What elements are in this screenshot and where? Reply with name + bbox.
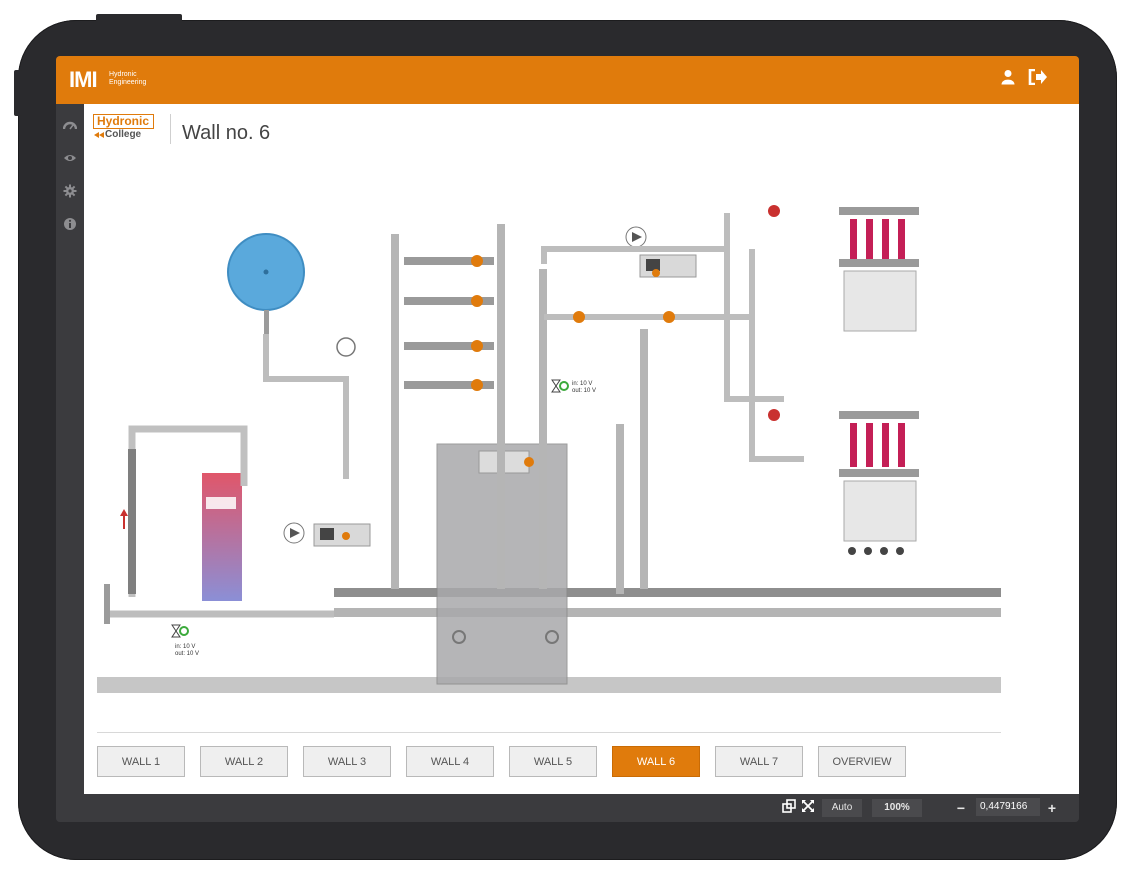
tab-wall-7[interactable]: WALL 7 <box>715 746 803 777</box>
valve-left-in-text: in: 10 V <box>175 644 195 650</box>
pressure-gauge <box>336 337 356 357</box>
tab-wall-1[interactable]: WALL 1 <box>97 746 185 777</box>
pump-right <box>625 226 697 278</box>
main-content: Hydronic College Wall no. 6 <box>84 104 1079 794</box>
user-icon[interactable] <box>1001 69 1015 89</box>
imi-logo-subtitle-line1: Hydronic <box>109 71 137 78</box>
college-logo-line1: Hydronic <box>97 114 150 128</box>
tab-wall-5[interactable]: WALL 5 <box>509 746 597 777</box>
riser-2 <box>497 224 505 589</box>
header-divider <box>170 114 171 144</box>
logout-icon[interactable] <box>1028 68 1048 89</box>
tablet-side-button <box>14 70 22 116</box>
riser-4 <box>616 424 624 594</box>
tab-wall-6[interactable]: WALL 6 <box>612 746 700 777</box>
floor-bar <box>97 677 1001 693</box>
imi-logo: IMI <box>69 67 98 92</box>
tab-separator <box>97 732 1001 733</box>
manifold-bottom <box>839 411 919 555</box>
page-title: Wall no. 6 <box>182 122 271 144</box>
info-icon[interactable] <box>63 217 77 231</box>
imi-logo-subtitle-line2: Engineering <box>109 79 147 86</box>
fullscreen-icon[interactable] <box>801 799 815 818</box>
tab-wall-3[interactable]: WALL 3 <box>303 746 391 777</box>
pump-left <box>283 522 371 547</box>
bottom-toolbar: Auto 100% − + <box>56 794 1079 822</box>
imi-logo-subtitle: Hydronic Engineering <box>109 71 146 87</box>
zoom-in-button[interactable]: + <box>1047 800 1057 816</box>
tab-wall-2[interactable]: WALL 2 <box>200 746 288 777</box>
valve-mid-indicator <box>559 381 569 391</box>
top-bar: IMI Hydronic Engineering <box>56 56 1079 104</box>
zoom-auto-button[interactable]: Auto <box>822 799 862 817</box>
valve-mid-in-text: in: 10 V <box>572 381 592 387</box>
flow-arrow <box>120 509 128 516</box>
wall-tabs: WALL 1 WALL 2 WALL 3 WALL 4 WALL 5 WALL … <box>97 746 1017 779</box>
riser-3 <box>539 269 547 589</box>
eye-icon[interactable] <box>63 151 77 165</box>
manifold-top <box>839 207 919 332</box>
app-screen: IMI Hydronic Engineering Hydronic Coll <box>56 56 1079 822</box>
valve-left-out-text: out: 10 V <box>175 651 199 657</box>
valve-mid-out-text: out: 10 V <box>572 388 596 394</box>
zoom-out-button[interactable]: − <box>956 800 966 816</box>
tablet-top-button <box>96 14 182 22</box>
dashboard-icon[interactable] <box>62 119 78 133</box>
zoom-value-input[interactable] <box>976 798 1040 816</box>
flow-meters <box>404 255 494 391</box>
main-supply-pipe <box>334 588 1001 617</box>
riser-1 <box>391 234 399 589</box>
hydronic-diagram: in: 10 V out: 10 V in: 10 V out: 10 V <box>97 205 1001 693</box>
window-icon[interactable] <box>782 799 796 818</box>
zoom-100-button[interactable]: 100% <box>872 799 922 817</box>
riser-5 <box>640 329 648 589</box>
tab-wall-4[interactable]: WALL 4 <box>406 746 494 777</box>
college-logo-line2: College <box>105 129 142 140</box>
sidebar <box>56 104 84 794</box>
valve-left-indicator <box>179 626 189 636</box>
storage-tank <box>202 473 242 601</box>
gear-icon[interactable] <box>63 184 77 198</box>
hydronic-college-logo: Hydronic College <box>93 114 157 142</box>
tab-overview[interactable]: OVERVIEW <box>818 746 906 777</box>
